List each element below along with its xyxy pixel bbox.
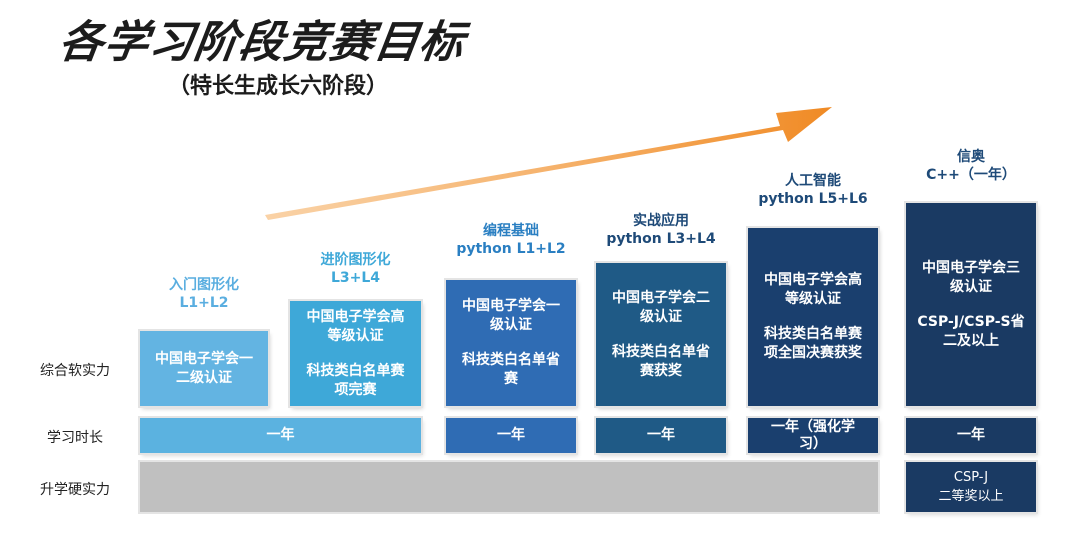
stage-4-card: 中国电子学会二级认证 科技类白名单省赛获奖 [596,263,726,406]
duration-stage-4: 一年 [596,418,726,453]
stage-1-goal: 中国电子学会一二级认证 [155,350,253,386]
stage-1-card: 中国电子学会一二级认证 [140,331,268,406]
hard-skills-stage-6: CSP-J 二等奖以上 [906,462,1036,512]
stage-3-level: python L1+L2 [456,241,566,257]
stage-3-name: 编程基础 [483,223,539,239]
stage-5-name: 人工智能 [785,173,841,189]
row-label-hard-skills: 升学硬实力 [40,482,110,498]
stage-6-goal-1: 中国电子学会三级认证 [922,259,1020,295]
stage-6-header: 信奥 C++（一年） [906,148,1036,184]
hard-skills-placeholder-bar [140,462,878,512]
stage-3-goal-2: 科技类白名单省赛 [462,352,560,387]
stage-2-goal-1: 中国电子学会高等级认证 [306,308,405,344]
stage-4-level: python L3+L4 [606,231,716,247]
row-label-study-duration: 学习时长 [47,430,103,446]
stage-4-name: 实战应用 [633,213,689,229]
stage-2-goal-2: 科技类白名单赛项完赛 [306,362,405,398]
row-label-soft-skills: 综合软实力 [40,363,110,379]
stage-6-level: C++（一年） [926,167,1016,183]
stage-6-card: 中国电子学会三级认证 CSP-J/CSP-S省二及以上 [906,203,1036,406]
duration-stage-6: 一年 [906,418,1036,453]
stage-1-level: L1+L2 [179,295,229,311]
duration-stage-3: 一年 [446,418,576,453]
stage-3-goal-1: 中国电子学会一级认证 [462,298,560,333]
stage-5-header: 人工智能 python L5+L6 [748,172,878,208]
stage-5-level: python L5+L6 [758,191,868,207]
page-subtitle: （特长生成长六阶段） [168,74,389,99]
stage-2-card: 中国电子学会高等级认证 科技类白名单赛项完赛 [290,301,421,406]
stage-3-header: 编程基础 python L1+L2 [446,222,576,258]
stage-6-name: 信奥 [957,149,985,165]
hard-skills-award-name: CSP-J [953,470,989,485]
stage-2-name: 进阶图形化 [320,252,391,268]
stage-5-card: 中国电子学会高等级认证 科技类白名单赛项全国决赛获奖 [748,228,878,406]
stage-4-goal-1: 中国电子学会二级认证 [612,289,710,325]
stage-1-header: 入门图形化 L1+L2 [140,276,268,312]
stage-6-goal-2: CSP-J/CSP-S省二及以上 [917,313,1025,349]
stage-5-goal-1: 中国电子学会高等级认证 [764,272,862,307]
stage-2-header: 进阶图形化 L3+L4 [290,251,421,287]
stage-2-level: L3+L4 [330,270,381,286]
hard-skills-award-level: 二等奖以上 [938,489,1004,504]
stage-3-card: 中国电子学会一级认证 科技类白名单省赛 [446,280,576,406]
duration-stage-5: 一年（强化学习） [748,418,878,453]
stage-1-name: 入门图形化 [169,277,239,293]
stage-4-goal-2: 科技类白名单省赛获奖 [612,343,710,379]
duration-stage-1-2: 一年 [140,418,421,453]
stage-5-goal-2: 科技类白名单赛项全国决赛获奖 [764,326,862,361]
stage-4-header: 实战应用 python L3+L4 [596,212,726,248]
